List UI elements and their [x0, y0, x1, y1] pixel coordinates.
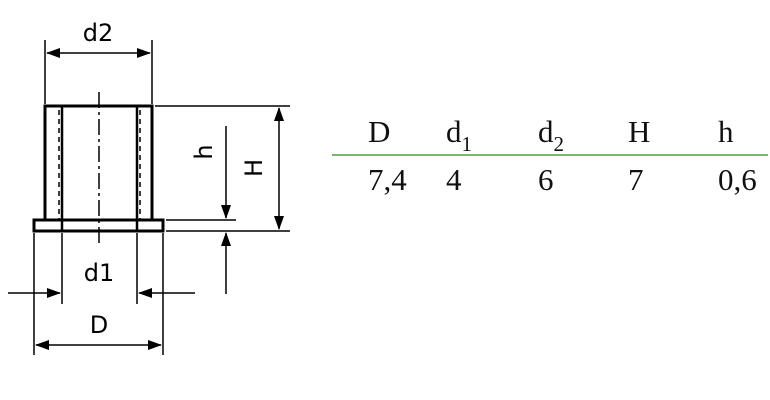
- value-H: 7: [628, 162, 644, 197]
- value-D: 7,4: [368, 162, 407, 197]
- header-d2: d2: [538, 114, 565, 156]
- dimension-table: D d1 d2 H h 7,4 4 6 7 0,6: [332, 108, 770, 202]
- header-H: H: [628, 114, 651, 149]
- header-d1-base: d: [446, 114, 462, 149]
- dimension-H: [155, 105, 290, 232]
- H-label: H: [240, 159, 268, 177]
- D-label: D: [90, 311, 108, 339]
- dimension-D: [33, 233, 164, 355]
- table-header-row: D d1 d2 H h: [332, 108, 770, 156]
- d2-label: d2: [83, 19, 114, 47]
- value-d1: 4: [446, 162, 462, 197]
- table-divider: [332, 154, 768, 156]
- header-d2-base: d: [538, 114, 554, 149]
- dimension-d1: [8, 233, 195, 304]
- value-h: 0,6: [718, 162, 757, 197]
- table-value-row: 7,4 4 6 7 0,6: [332, 156, 770, 202]
- dimension-h: [166, 126, 236, 294]
- header-d1: d1: [446, 114, 473, 156]
- header-d2-subscript: 2: [553, 132, 565, 156]
- header-h: h: [718, 114, 734, 149]
- d1-label: d1: [84, 259, 115, 287]
- bushing-drawing: d2 H h d1 D: [8, 19, 290, 355]
- header-D: D: [368, 114, 391, 149]
- dimension-d2: [44, 40, 153, 104]
- h-label: h: [190, 144, 218, 159]
- value-d2: 6: [538, 162, 554, 197]
- hidden-lines: [58, 92, 141, 245]
- header-d1-subscript: 1: [461, 132, 473, 156]
